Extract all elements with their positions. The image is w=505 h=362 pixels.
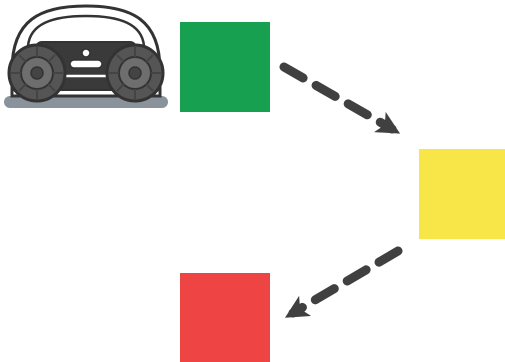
robot-right-wheel [107,45,163,101]
yellow-square [419,149,505,239]
red-square [180,273,270,362]
robot-sensor [82,49,90,57]
green-square [180,22,270,112]
arrow-yellow-to-red [293,251,398,313]
robot-left-wheel [9,45,65,101]
arrow-green-to-yellow [284,67,392,129]
robot-handle [70,60,102,68]
pool-cleaning-robot-icon [4,6,168,108]
